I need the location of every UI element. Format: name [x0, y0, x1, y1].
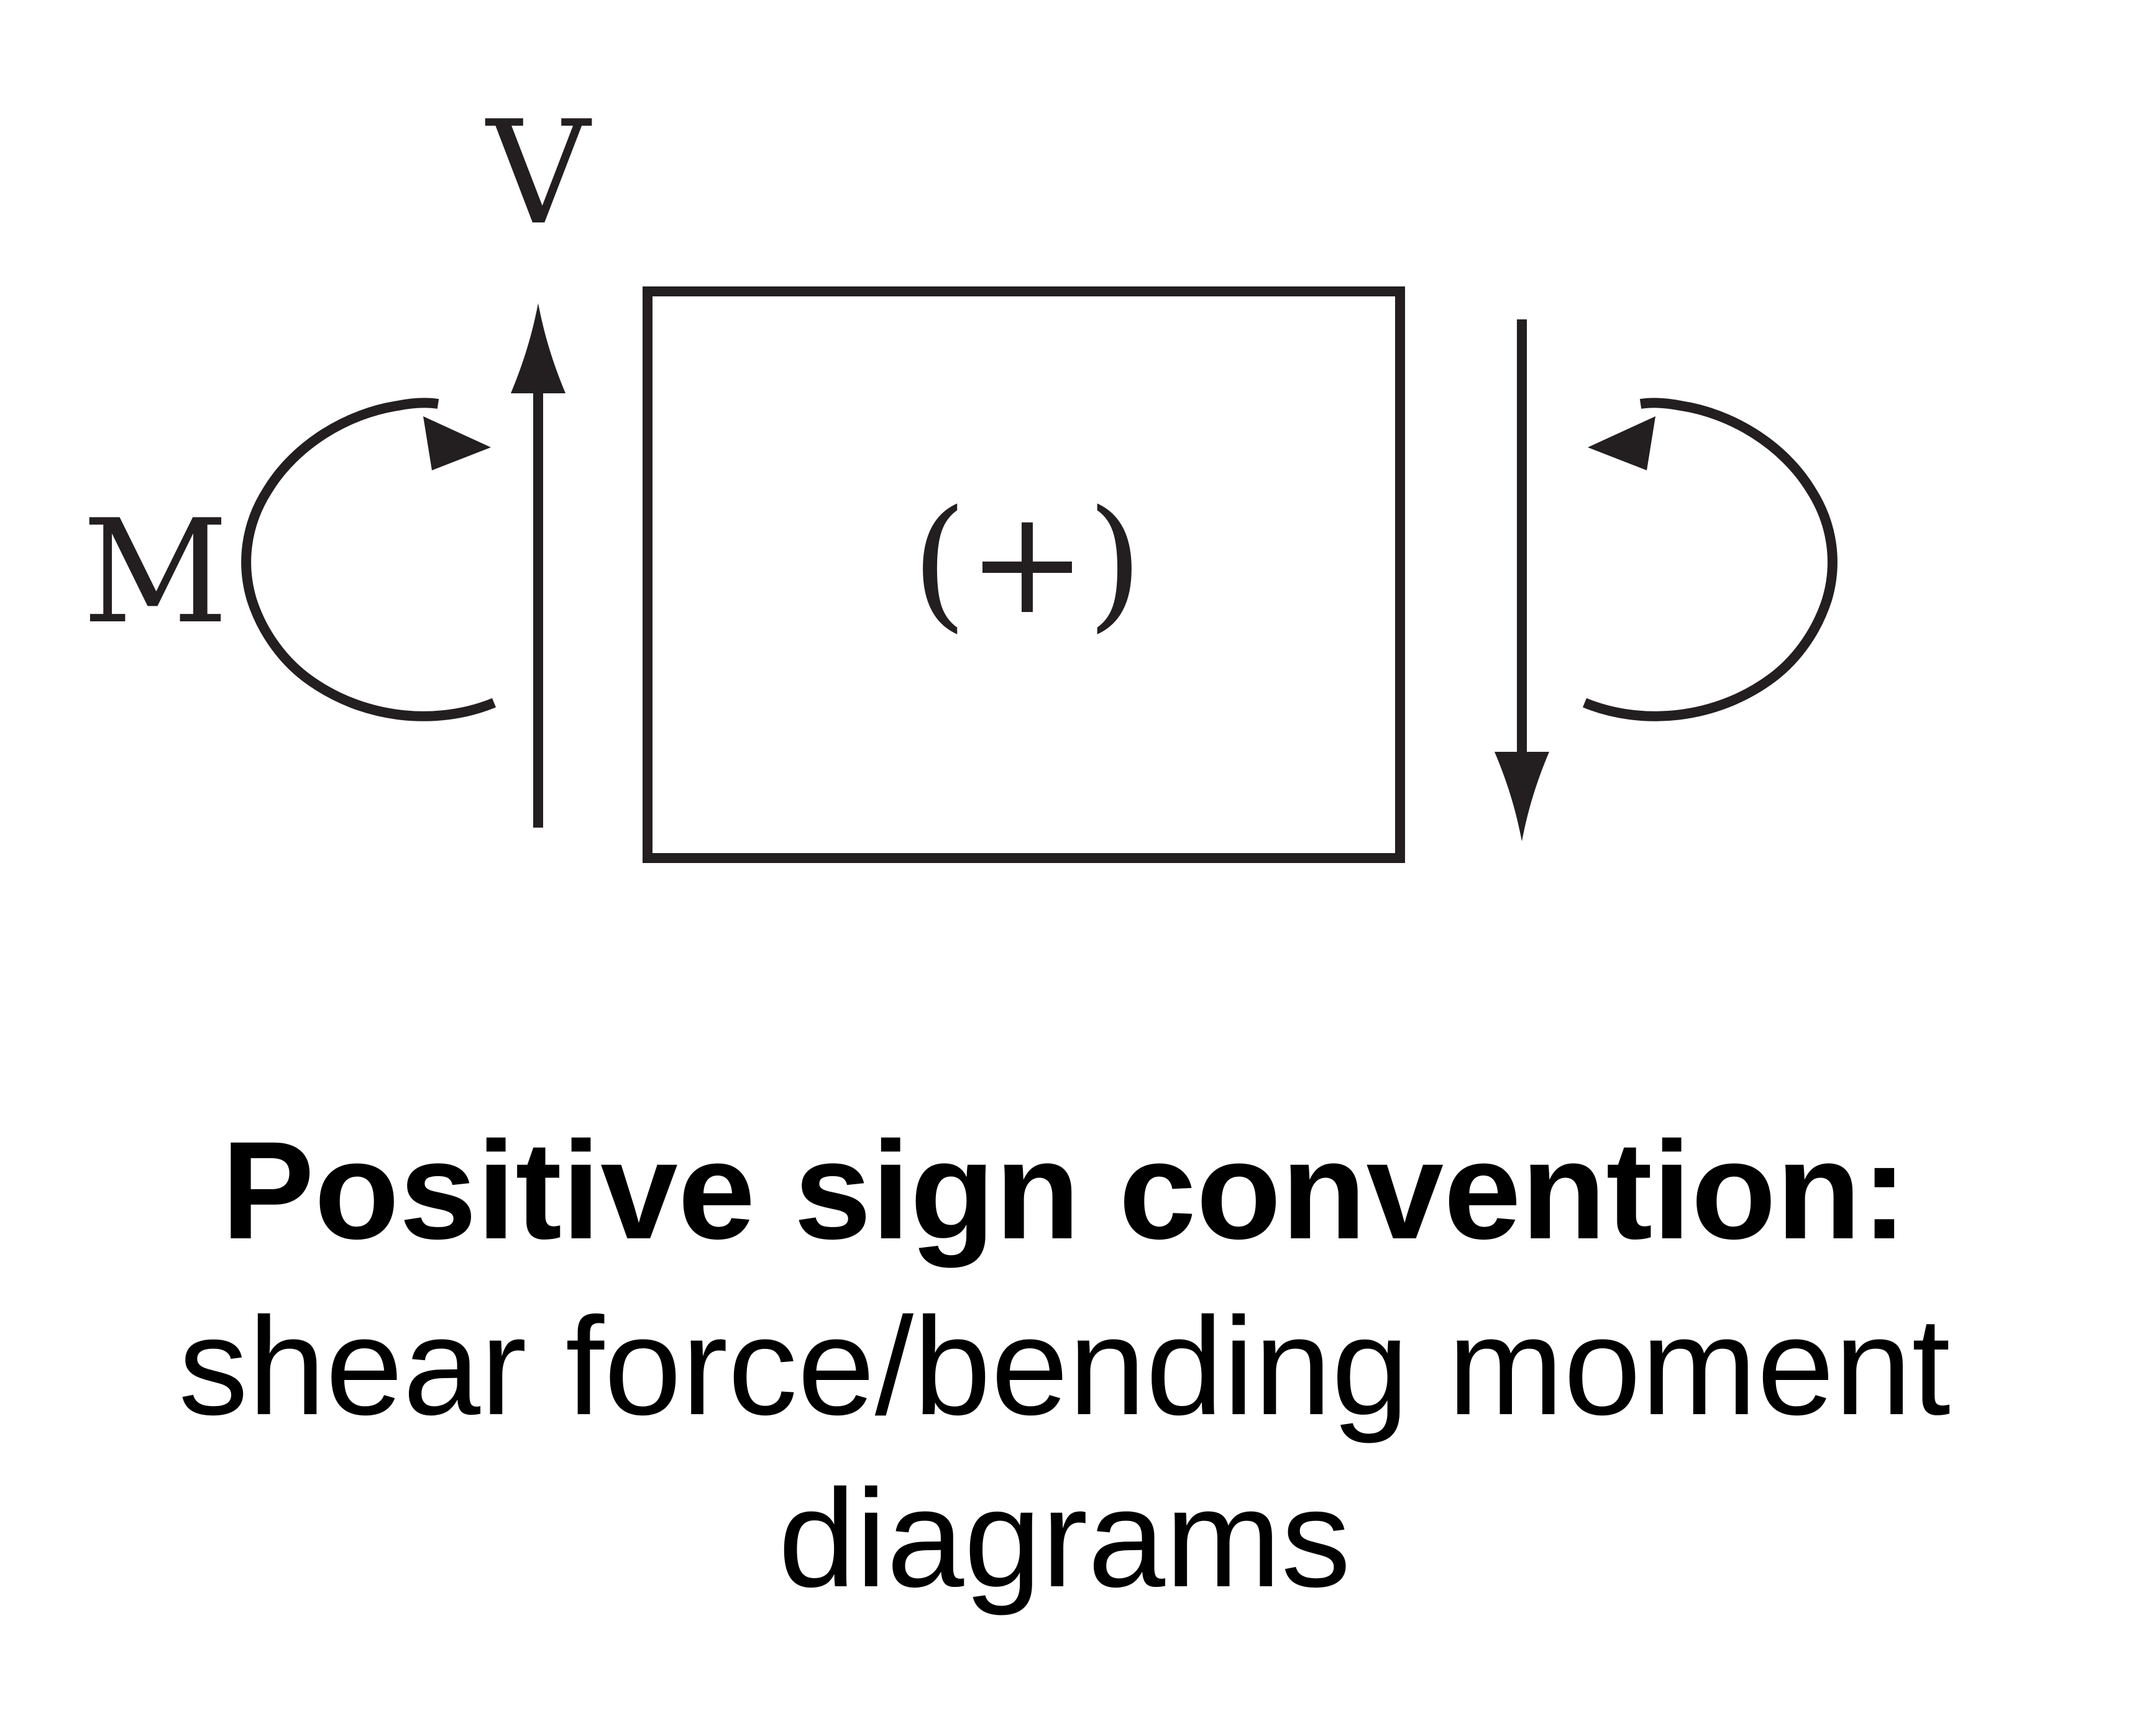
left-moment-arrow [241, 398, 497, 721]
up-arrowhead-icon [511, 303, 565, 393]
right-shear-arrow [1495, 319, 1549, 841]
caption-line-1: shear force/bending moment [178, 1289, 1950, 1444]
caption-heading: Positive sign convention: [221, 1113, 1907, 1268]
right-moment-arrow [1582, 398, 1838, 721]
down-arrowhead-icon [1495, 752, 1549, 841]
beam-element-box [643, 286, 1405, 863]
left-shear-arrow [511, 303, 565, 828]
caption-line-2: diagrams [778, 1461, 1350, 1616]
shear-label: V [485, 91, 592, 257]
moment-label: M [82, 490, 229, 656]
moment-arrowhead-icon [1588, 416, 1655, 470]
sign-label: (+) [912, 480, 1143, 646]
moment-arrowhead-icon [423, 416, 491, 470]
